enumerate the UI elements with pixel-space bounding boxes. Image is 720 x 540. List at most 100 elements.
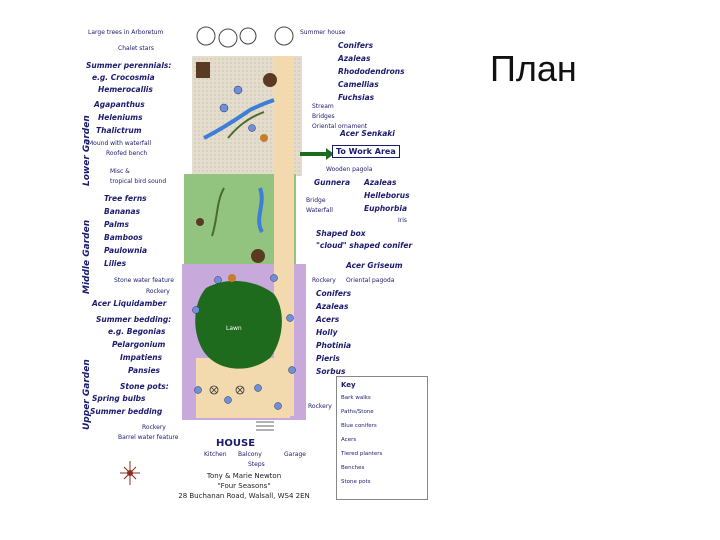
slide-title: План [490,48,577,89]
left-label-8: Mound with waterfall [88,140,152,147]
lawn-area [195,280,282,369]
left-label-10: Misc & [110,168,130,175]
work-area-label: To Work Area [332,145,400,158]
left-label-20: Acer Liquidamber [92,299,167,308]
right-label-6: Stream [312,103,334,110]
key-item: Benches [341,465,365,471]
left-label-9: Roofed bench [106,150,148,157]
left-label-23: Pelargonium [112,340,166,349]
tiered-planters [209,385,245,395]
right-label-28: Pieris [316,354,340,363]
right-label-14: Helleborus [364,191,410,200]
key-item: Acers [341,437,357,443]
right-label-22: Oriental pagoda [346,277,395,284]
lawn-label: Lawn [226,325,242,332]
left-label-13: Bananas [104,207,141,216]
address-street: 28 Buchanan Road, Walsall, WS4 2EN [178,492,310,500]
right-label-9: Acer Senkaki [340,129,395,138]
right-label-29: Sorbus [316,367,346,376]
garage-label: Garage [284,451,306,458]
left-label-17: Lilies [104,259,127,268]
label-upper-garden: Upper Garden [82,359,92,430]
work-area-arrow [300,148,334,160]
right-label-10: Wooden pagola [326,166,373,173]
left-label-16: Paulownia [104,246,148,255]
acers [228,134,268,282]
left-label-28: Summer bedding [90,407,163,416]
dark-trees [196,73,277,263]
house-label: HOUSE [216,438,256,449]
key-item: Stone pots [341,479,371,485]
right-label-17: Iris [398,217,408,224]
right-label-24: Azaleas [316,302,349,311]
label-lower-garden: Lower Garden [82,115,92,186]
left-label-14: Palms [104,220,129,229]
left-label-1: Chalet stars [118,45,155,52]
right-label-4: Camellias [338,80,379,89]
balcony-label: Balcony [238,451,262,458]
right-label-16: Euphorbia [364,204,408,213]
key-title: Key [341,381,356,389]
right-label-5: Fuchsias [338,93,375,102]
arboretum-trees [196,26,294,48]
left-label-7: Thalictrum [96,126,142,135]
right-label-26: Holly [316,328,338,337]
left-label-4: Hemerocallis [98,85,153,94]
plan-drawing [120,26,334,485]
left-label-18: Stone water feature [114,277,174,284]
right-label-25: Acers [316,315,340,324]
left-label-24: Impatiens [120,353,163,362]
left-label-29: Rockery [142,424,166,431]
left-label-3: e.g. Crocosmia [92,73,155,82]
address-name: "Four Seasons" [217,482,271,490]
right-label-18: Shaped box [316,229,366,238]
left-label-0: Large trees in Arboretum [88,29,164,36]
key-item: Bark walks [341,395,371,401]
right-label-13: Bridge [306,197,326,204]
right-label-20: Acer Griseum [346,261,403,270]
steps-label: Steps [248,461,265,468]
right-label-1: Conifers [338,41,374,50]
address-owners: Tony & Marie Newton [206,472,282,480]
left-label-5: Agapanthus [94,100,145,109]
right-label-21: Rockery [312,277,336,284]
right-label-27: Photinia [316,341,352,350]
blue-conifers [192,85,296,410]
lower-stream [257,187,264,233]
right-label-8: Oriental ornament [312,123,368,130]
right-label-7: Bridges [312,113,335,120]
house-steps [256,421,274,431]
right-label-30: Rockery [308,403,332,410]
compass-rose [120,461,140,485]
label-middle-garden: Middle Garden [82,219,92,294]
right-label-15: Waterfall [306,207,333,214]
right-label-19: "cloud" shaped conifer [316,241,413,250]
left-label-25: Pansies [128,366,161,375]
left-label-26: Stone pots: [120,382,169,391]
left-label-22: e.g. Begonias [108,327,166,336]
key-item: Blue conifers [341,423,377,429]
left-label-11: tropical bird sound [110,178,167,185]
bark-walk-lower [227,111,265,139]
right-label-11: Gunnera [314,178,351,187]
kitchen-label: Kitchen [204,451,227,458]
left-label-6: Heleniums [98,113,143,122]
summer-house [196,62,210,78]
right-label-0: Summer house [300,29,346,36]
left-label-19: Rockery [146,288,170,295]
left-label-15: Bamboos [104,233,143,242]
garden-plan: Lower Garden Middle Garden Upper Garden … [78,18,428,518]
right-label-23: Conifers [316,289,352,298]
stream [203,98,275,140]
right-label-12: Azaleas [364,178,397,187]
left-label-12: Tree ferns [104,194,147,203]
left-label-21: Summer bedding: [96,315,172,324]
key-item: Tiered planters [341,451,383,457]
left-label-27: Spring bulbs [92,394,146,403]
right-label-3: Rhododendrons [338,67,405,76]
left-label-2: Summer perennials: [86,61,172,70]
right-label-2: Azaleas [338,54,371,63]
left-label-30: Barrel water feature [118,434,179,441]
key-item: Paths/Stone [341,409,374,415]
